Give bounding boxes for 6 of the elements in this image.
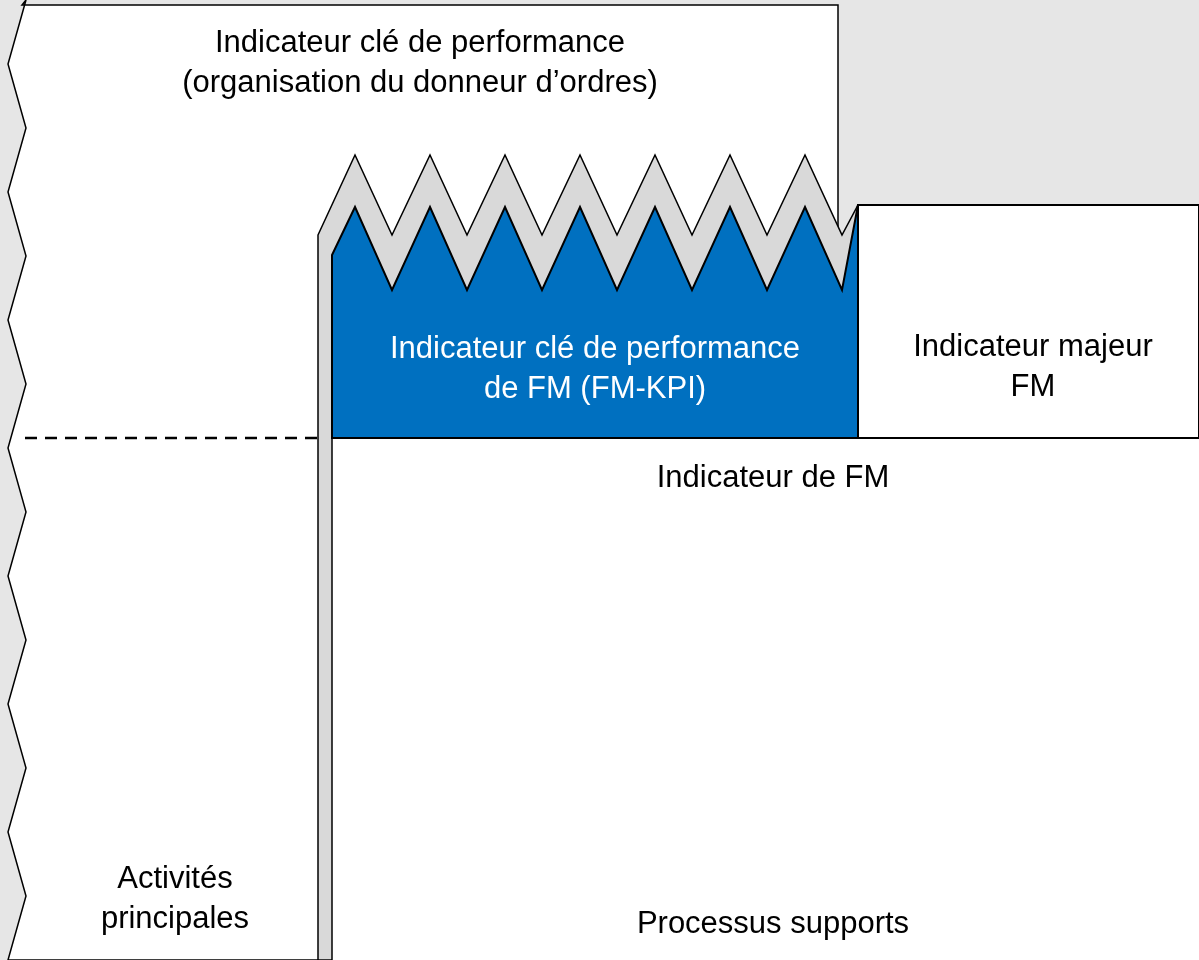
kpi-text: Indicateur clé de performance de FM (FM-KPI) bbox=[388, 329, 802, 408]
area-label: Processus supports bbox=[635, 904, 911, 942]
heading-text: Indicateur clé de performance (organisation du donneur d’ordres) bbox=[181, 23, 659, 102]
indicator-text: Indicateur majeur FM bbox=[912, 327, 1154, 406]
area-label: Activités principales bbox=[99, 859, 251, 938]
area-label: Indicateur de FM bbox=[655, 458, 891, 496]
